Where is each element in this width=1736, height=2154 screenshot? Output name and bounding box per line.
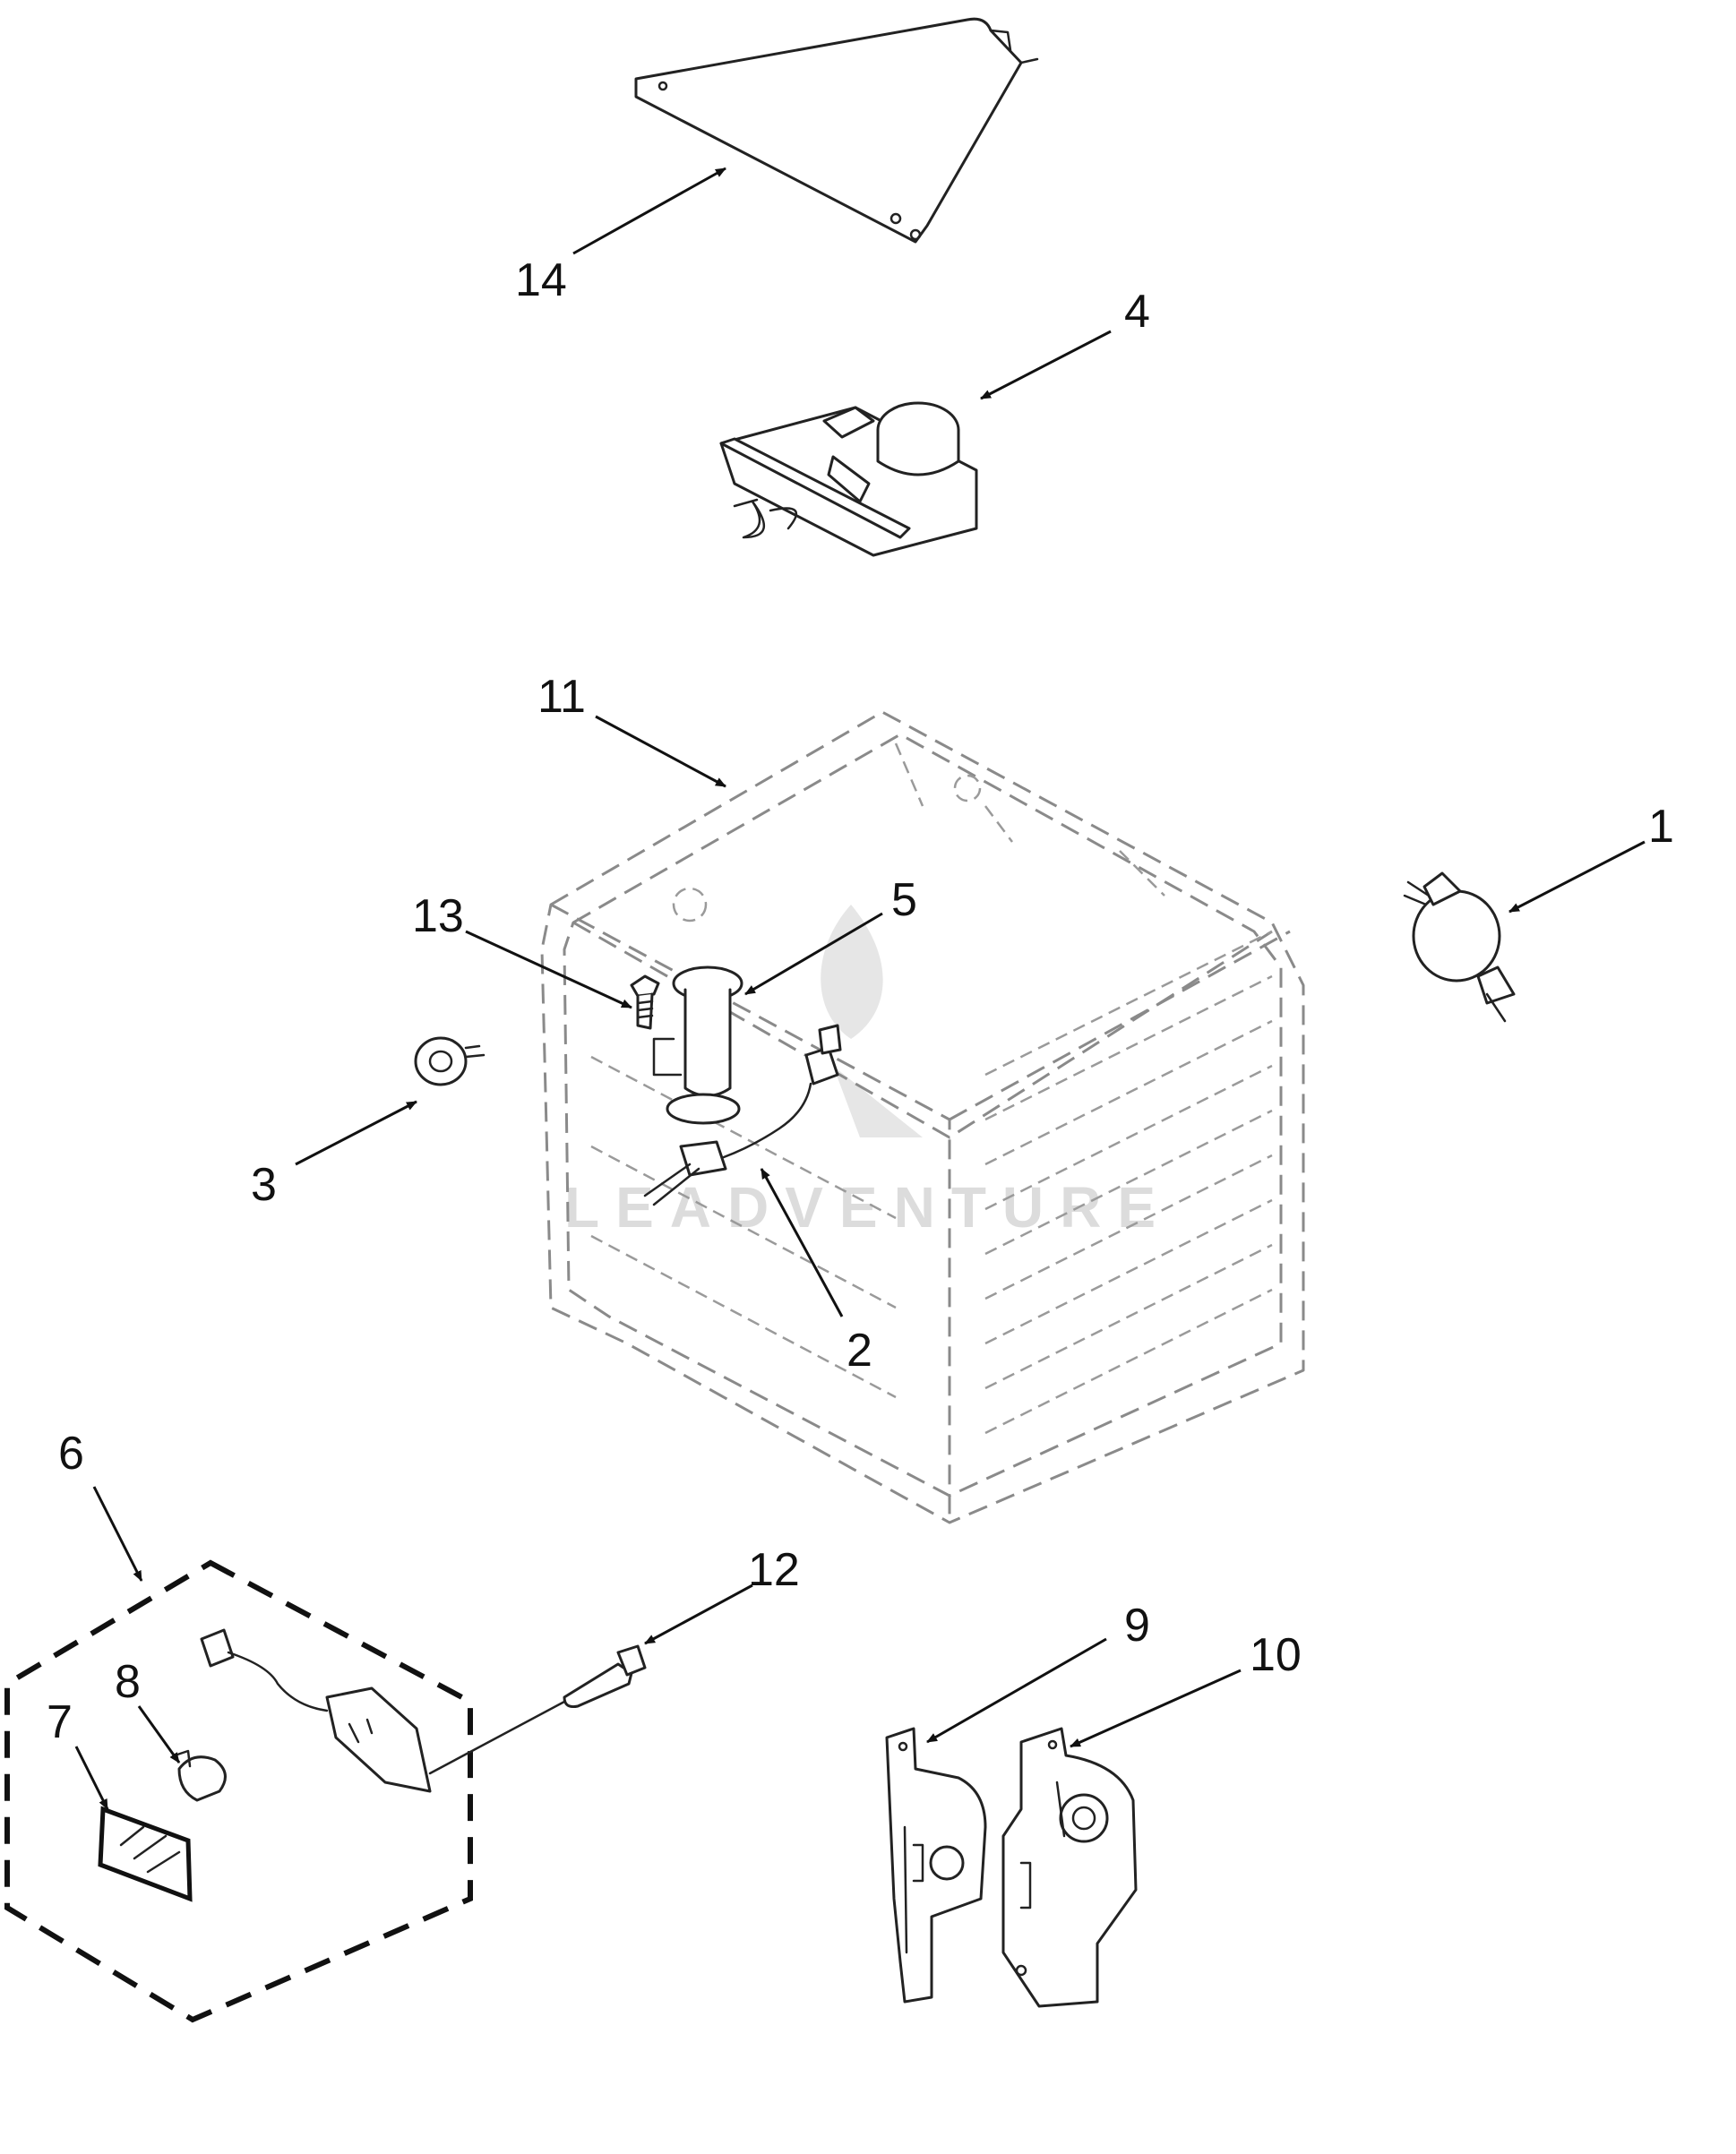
part-2-oven-sensor	[643, 1024, 842, 1206]
callout-14: 14	[515, 254, 567, 306]
leader-12	[644, 1583, 753, 1645]
leader-3	[295, 1100, 417, 1166]
callout-9: 9	[1124, 1600, 1150, 1652]
leader-14	[572, 167, 726, 255]
callout-3: 3	[251, 1159, 277, 1211]
leader-11	[595, 715, 726, 788]
leader-5	[744, 912, 883, 996]
part-7-glass-lens	[98, 1806, 193, 1902]
part-4-door-latch-assembly	[719, 401, 978, 557]
part-14-deflector-plate	[634, 17, 1039, 244]
part-1-thermostat	[1403, 871, 1516, 1023]
part-5-igniter	[652, 965, 743, 1125]
part-12-screw	[428, 1644, 647, 1775]
leader-lines	[74, 167, 1646, 1810]
leader-8	[137, 1705, 181, 1764]
part-10-door-hinge	[1001, 1727, 1138, 2008]
leader-7	[74, 1746, 109, 1810]
callout-6: 6	[58, 1428, 84, 1480]
callout-4: 4	[1124, 286, 1150, 338]
part-3-bumper	[414, 1036, 486, 1086]
callout-8: 8	[115, 1656, 141, 1708]
part-13-screw	[630, 974, 660, 1030]
callout-13: 13	[412, 890, 464, 942]
part-11-oven-cavity	[540, 710, 1305, 1524]
callout-7: 7	[47, 1696, 73, 1748]
leader-4	[980, 330, 1112, 400]
callout-labels: 14 4 11 1 5 13 3 2 6 12 9 10 7 8	[47, 254, 1674, 1748]
leader-6	[92, 1486, 143, 1582]
part-8-light-bulb	[173, 1749, 227, 1802]
leader-1	[1508, 840, 1646, 914]
callout-12: 12	[748, 1544, 800, 1596]
callout-1: 1	[1648, 801, 1674, 853]
part-9-door-hinge	[885, 1727, 987, 2004]
leader-13	[465, 930, 632, 1009]
callout-10: 10	[1250, 1629, 1302, 1681]
callout-11: 11	[537, 671, 586, 723]
callout-2: 2	[847, 1325, 872, 1377]
leader-9	[926, 1637, 1107, 1744]
leader-10	[1070, 1669, 1242, 1748]
callout-5: 5	[891, 874, 917, 926]
watermark-text: LEADVENTURE	[564, 1175, 1172, 1240]
leader-2	[760, 1168, 844, 1317]
part-6-light-kit	[4, 1559, 473, 2023]
